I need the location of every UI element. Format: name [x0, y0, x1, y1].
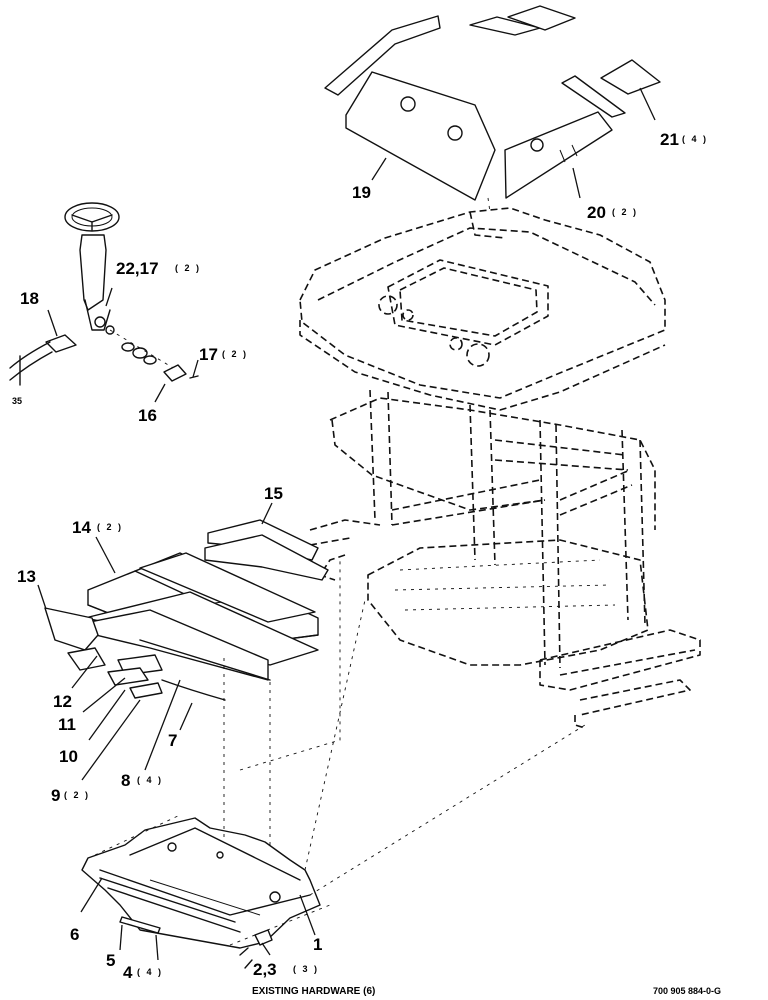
reference-mark-35: 35 — [12, 396, 22, 406]
callout-21-qty: ( 4 ) — [682, 134, 708, 144]
callout-7: 7 — [168, 731, 177, 750]
callout-5: 5 — [106, 951, 115, 970]
callout-16: 16 — [138, 406, 157, 425]
roof-pad-21 — [600, 59, 661, 95]
alignment-lines — [94, 197, 586, 946]
callout-21: 21 — [660, 130, 679, 149]
callout-15: 15 — [264, 484, 283, 503]
callout-10: 10 — [59, 747, 78, 766]
roof-panel-20 — [504, 111, 613, 199]
existing-hardware-note: EXISTING HARDWARE (6) — [252, 986, 375, 997]
callout-22-17-qty: ( 2 ) — [175, 263, 201, 273]
callout-8: 8 — [121, 771, 130, 790]
callout-8-qty: ( 4 ) — [137, 775, 163, 785]
callout-2-3-qty: ( 3 ) — [293, 964, 319, 974]
callout-11: 11 — [58, 715, 76, 734]
callout-6: 6 — [70, 925, 79, 944]
roof-panel-19 — [345, 71, 496, 201]
callout-20: 20 — [587, 203, 606, 222]
callout-22-17: 22,17 — [116, 259, 159, 278]
callout-14: 14 — [72, 518, 91, 537]
callout-14-qty: ( 2 ) — [97, 522, 123, 532]
callout-9: 9 — [51, 786, 60, 805]
callout-2-3: 2,3 — [253, 960, 277, 979]
floor-pan — [81, 817, 321, 969]
callout-4: 4 — [123, 963, 133, 982]
callout-18: 18 — [20, 289, 39, 308]
callout-20-qty: ( 2 ) — [612, 207, 638, 217]
drawing-number: 700 905 884-0-G — [653, 986, 721, 996]
floor-mat-group — [44, 519, 329, 701]
callout-17-qty: ( 2 ) — [222, 349, 248, 359]
callout-17: 17 — [199, 345, 218, 364]
leader-lines — [37, 87, 656, 961]
mat-13 — [44, 607, 99, 651]
steering-column — [9, 202, 199, 386]
callout-19: 19 — [352, 183, 371, 202]
cab-frame — [309, 389, 701, 729]
callout-4-qty: ( 4 ) — [137, 967, 163, 977]
callout-9-qty: ( 2 ) — [64, 790, 90, 800]
pad-18 — [45, 334, 77, 353]
bracket-16 — [163, 364, 187, 382]
callout-12: 12 — [53, 692, 72, 711]
cab-roof — [299, 207, 666, 411]
callout-13: 13 — [17, 567, 36, 586]
callout-labels: 1 2,3 ( 3 ) 4 ( 4 ) 5 6 7 8 ( 4 ) 9 ( 2 … — [12, 130, 721, 997]
roof-insulation-group — [324, 5, 661, 201]
callout-1: 1 — [313, 935, 322, 954]
